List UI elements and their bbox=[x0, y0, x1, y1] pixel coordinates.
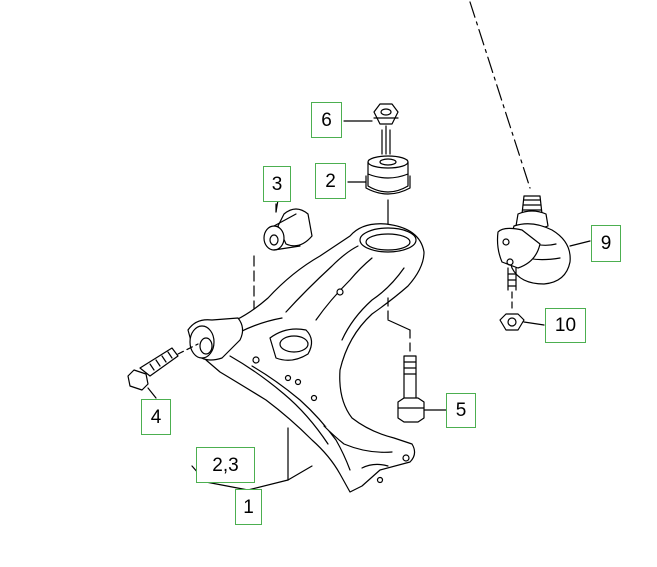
callout-5[interactable]: 5 bbox=[446, 393, 476, 428]
callout-3[interactable]: 3 bbox=[263, 166, 291, 202]
callout-9[interactable]: 9 bbox=[591, 225, 621, 262]
center-line-balljoint bbox=[469, 1, 531, 189]
leader-1a bbox=[247, 479, 289, 491]
callout-2-label: 2 bbox=[325, 170, 336, 192]
callout-5-label: 5 bbox=[455, 400, 467, 421]
ball-joint-drawing bbox=[496, 195, 571, 313]
callout-4-label: 4 bbox=[150, 406, 162, 428]
callout-9-label: 9 bbox=[600, 233, 612, 254]
callout-1[interactable]: 1 bbox=[235, 489, 262, 525]
callout-4[interactable]: 4 bbox=[141, 399, 171, 435]
callout-6-label: 6 bbox=[321, 109, 332, 131]
callout-6[interactable]: 6 bbox=[311, 102, 342, 138]
callout-2-3[interactable]: 2,3 bbox=[196, 447, 255, 483]
leader-9 bbox=[569, 240, 591, 247]
leader-4 bbox=[147, 387, 157, 399]
control-arm-drawing bbox=[187, 223, 425, 493]
callout-10-label: 10 bbox=[554, 315, 577, 336]
callout-1-label: 1 bbox=[243, 496, 254, 518]
leader-10 bbox=[523, 321, 545, 326]
callout-2[interactable]: 2 bbox=[315, 163, 346, 199]
leader-23b bbox=[205, 481, 249, 491]
bushing-3-drawing bbox=[253, 203, 313, 313]
leader-3 bbox=[275, 199, 279, 213]
callout-2-3-label: 2,3 bbox=[212, 454, 239, 476]
nut-6-drawing bbox=[373, 103, 399, 155]
leader-1b bbox=[287, 465, 313, 481]
callout-10[interactable]: 10 bbox=[545, 308, 586, 343]
callout-3-label: 3 bbox=[271, 173, 283, 195]
nut-10-drawing bbox=[499, 313, 525, 331]
bolt-4-drawing bbox=[127, 343, 199, 391]
bolt-5-drawing bbox=[387, 297, 425, 423]
